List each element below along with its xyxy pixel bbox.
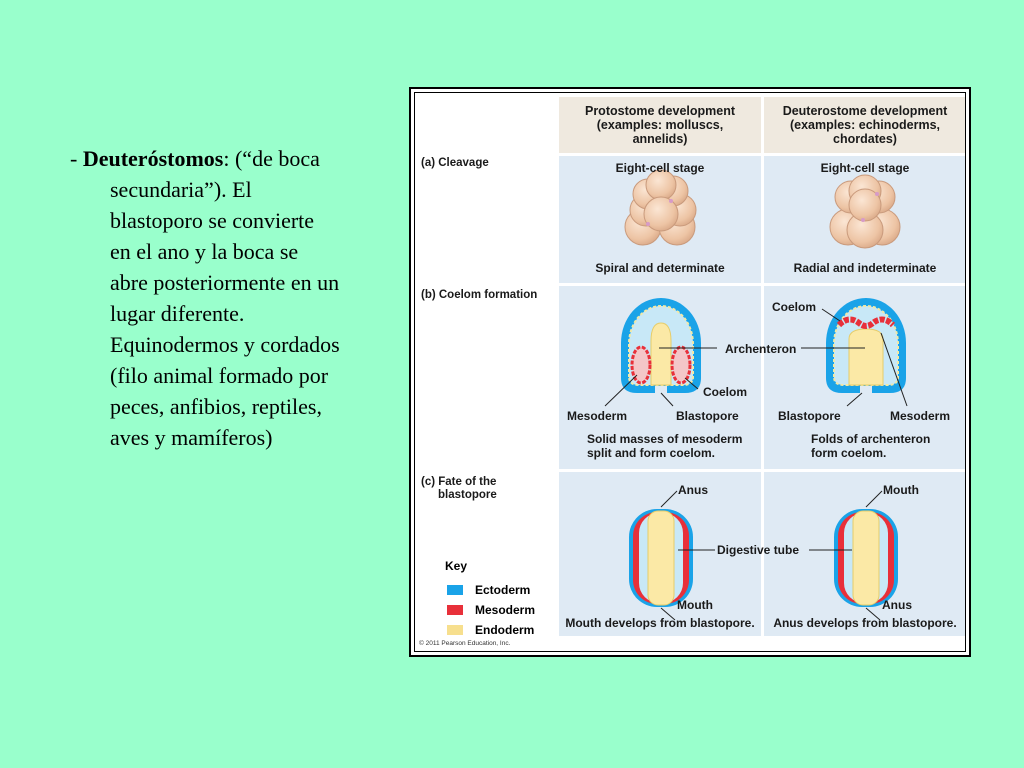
slide-paragraph: - Deuteróstomos: (“de boca secundaria”).…	[70, 143, 340, 453]
caption-folds-archenteron: Folds of archenteron form coelom.	[811, 432, 931, 460]
deuterostome-header: Deuterostome development (examples: echi…	[764, 97, 965, 153]
label-blastopore-deuterostome: Blastopore	[778, 409, 841, 423]
caption-mouth-from-blastopore: Mouth develops from blastopore.	[565, 616, 755, 630]
row-label-fate: (c) Fate of the blastopore	[421, 476, 497, 501]
label-coelom-deuterostome: Coelom	[772, 300, 817, 314]
label-anus-bottom: Anus	[882, 598, 912, 612]
label-mouth-bottom: Mouth	[677, 598, 713, 612]
key-label-endoderm: Endoderm	[475, 623, 535, 637]
label-digestive-tube: Digestive tube	[717, 543, 800, 557]
label-mesoderm-protostome: Mesoderm	[567, 409, 628, 423]
key-swatch-mesoderm	[447, 605, 463, 615]
diagram-drawings	[604, 169, 908, 621]
row-label-cleavage: (a) Cleavage	[421, 157, 489, 169]
caption-spiral-determinate: Spiral and determinate	[595, 261, 725, 275]
definition-text: : (“de boca secundaria”). El blastoporo …	[110, 146, 340, 450]
protostome-header: Protostome development (examples: mollus…	[559, 97, 761, 153]
term-deuterostomes: Deuteróstomos	[82, 146, 224, 171]
key-title: Key	[445, 559, 468, 573]
embryo-radial-eight-cell	[829, 174, 901, 249]
label-coelom-protostome: Coelom	[703, 385, 748, 399]
key-swatch-ectoderm	[447, 585, 463, 595]
label-mesoderm-deuterostome: Mesoderm	[890, 409, 951, 423]
leader-lines	[604, 308, 908, 621]
fate-deuterostome-embryo	[834, 509, 898, 607]
label-mouth-top: Mouth	[883, 483, 919, 497]
label-archenteron: Archenteron	[725, 342, 797, 356]
fate-protostome-embryo	[629, 509, 693, 607]
caption-solid-masses: Solid masses of mesoderm split and form …	[587, 432, 743, 460]
label-eight-cell-protostome: Eight-cell stage	[615, 161, 705, 175]
figure-content: Protostome development (examples: mollus…	[414, 92, 966, 652]
bullet: -	[70, 146, 83, 171]
embryo-spiral-eight-cell	[624, 169, 697, 246]
label-anus-top: Anus	[678, 483, 708, 497]
coelom-deuterostome-embryo	[826, 298, 906, 394]
coelom-protostome-embryo	[621, 298, 701, 394]
label-eight-cell-deuterostome: Eight-cell stage	[820, 161, 910, 175]
copyright: © 2011 Pearson Education, Inc.	[419, 640, 511, 647]
figure-frame: Protostome development (examples: mollus…	[409, 87, 971, 657]
slide-text: - Deuteróstomos: (“de boca secundaria”).…	[70, 143, 340, 453]
key-swatch-endoderm	[447, 625, 463, 635]
row-label-coelom: (b) Coelom formation	[421, 289, 538, 301]
label-blastopore-protostome: Blastopore	[676, 409, 739, 423]
caption-radial-indeterminate: Radial and indeterminate	[793, 261, 937, 275]
caption-anus-from-blastopore: Anus develops from blastopore.	[773, 616, 957, 630]
key-label-ectoderm: Ectoderm	[475, 583, 531, 597]
key-label-mesoderm: Mesoderm	[475, 603, 536, 617]
